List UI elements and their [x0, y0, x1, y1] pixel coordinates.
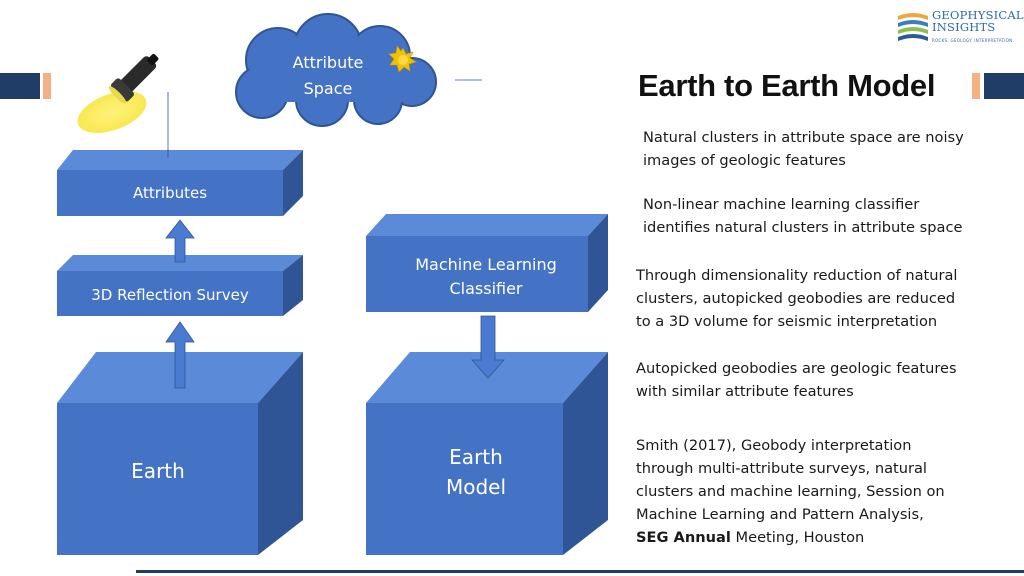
earth-model-label-2: Model [446, 475, 506, 499]
logo-mark-icon [898, 13, 928, 41]
flashlight-icon [77, 53, 159, 133]
paragraph-4: Autopicked geobodies are geologic featur… [636, 357, 957, 403]
paragraph-2-line-1: Non-linear machine learning classifier [643, 196, 920, 213]
left-deco-bar-navy [0, 73, 40, 99]
classifier-label-1: Machine Learning [415, 255, 557, 274]
paragraph-2: Non-linear machine learning classifier i… [643, 193, 962, 239]
paragraph-3-line-1: Through dimensionality reduction of natu… [636, 267, 958, 284]
logo-name: GEOPHYSICAL INSIGHTS [932, 9, 1024, 33]
left-deco-bar-orange [43, 73, 51, 99]
paragraph-2-line-2: identifies natural clusters in attribute… [643, 219, 963, 236]
slide-title: Earth to Earth Model [638, 68, 936, 103]
earth-label: Earth [131, 459, 185, 483]
paragraph-3: Through dimensionality reduction of natu… [636, 264, 957, 333]
logo-name-line-2: INSIGHTS [932, 20, 996, 34]
reference-line-5-rest: Meeting, Houston [730, 529, 865, 546]
earth-cube [57, 352, 303, 555]
survey-label: 3D Reflection Survey [91, 286, 249, 304]
paragraph-4-line-1: Autopicked geobodies are geologic featur… [636, 360, 957, 377]
reference-line-3: clusters and machine learning, Session o… [636, 483, 945, 500]
right-deco-bar-navy [984, 73, 1024, 99]
logo-name-line-1: GEOPHYSICAL [932, 8, 1024, 22]
arrow-survey-to-attributes [165, 219, 195, 263]
attribute-space-label-2: Space [304, 79, 353, 98]
reference-paragraph: Smith (2017), Geobody interpretation thr… [636, 434, 945, 549]
arrow-classifier-to-model [471, 315, 505, 379]
attributes-label: Attributes [133, 184, 207, 202]
attribute-space-label-1: Attribute [293, 53, 364, 72]
paragraph-1-line-2: images of geologic features [643, 152, 846, 169]
reference-line-4: Machine Learning and Pattern Analysis, [636, 506, 924, 523]
reference-line-1: Smith (2017), Geobody interpretation [636, 437, 912, 454]
reference-bold-text: SEG Annual [636, 529, 731, 546]
paragraph-1: Natural clusters in attribute space are … [643, 126, 964, 172]
sun-icon [388, 45, 417, 73]
company-logo: GEOPHYSICAL INSIGHTS ROCKS. GEOLOGY. INT… [896, 8, 1024, 48]
earth-model-cube [366, 352, 608, 555]
classifier-box [366, 214, 608, 312]
logo-tagline: ROCKS. GEOLOGY. INTERPRETATION. [932, 38, 1015, 43]
reference-line-2: through multi-attribute surveys, natural [636, 460, 927, 477]
paragraph-3-line-2: clusters, autopicked geobodies are reduc… [636, 290, 956, 307]
right-deco-bar-orange [972, 73, 980, 99]
survey-box [57, 255, 303, 316]
attributes-box [57, 150, 303, 216]
earth-model-label-1: Earth [449, 445, 503, 469]
paragraph-3-line-3: to a 3D volume for seismic interpretatio… [636, 313, 938, 330]
arrow-earth-to-survey [165, 321, 195, 389]
paragraph-4-line-2: with similar attribute features [636, 383, 854, 400]
paragraph-1-line-1: Natural clusters in attribute space are … [643, 129, 964, 146]
classifier-label-2: Classifier [449, 279, 522, 298]
bottom-divider [136, 570, 1024, 573]
